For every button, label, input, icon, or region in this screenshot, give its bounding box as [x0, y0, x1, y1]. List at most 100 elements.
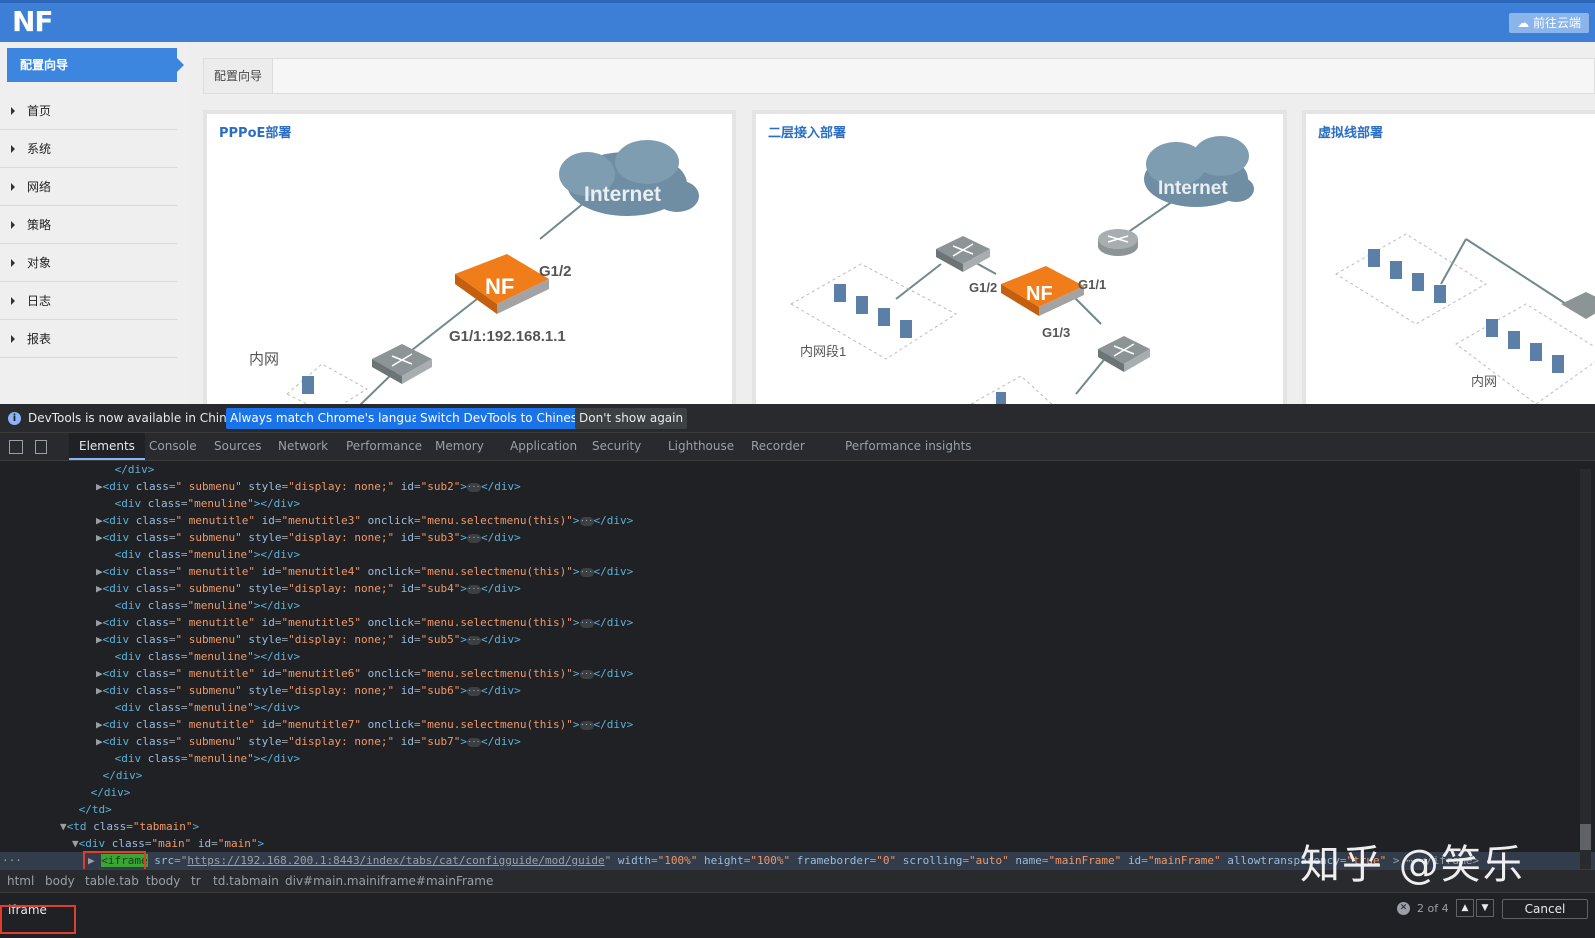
crumb[interactable]: body [45, 874, 75, 888]
device-label: NF [485, 274, 514, 299]
tab-application[interactable]: Application [510, 439, 578, 453]
server-icon [1486, 319, 1498, 337]
match-count: 2 of 4 [1417, 902, 1449, 915]
switch-icon [372, 344, 432, 384]
tab-memory[interactable]: Memory [435, 439, 484, 453]
dom-tree-line[interactable]: ▶<div class=" submenu" style="display: n… [96, 582, 521, 595]
crumb[interactable]: table.tab [85, 874, 139, 888]
watermark: 知乎 @笑乐 [1300, 842, 1525, 888]
tab-sources[interactable]: Sources [214, 439, 262, 453]
sidebar-item-network[interactable]: 网络 [0, 168, 177, 206]
clear-search-icon[interactable]: ✕ [1397, 902, 1410, 915]
dom-tree-line[interactable]: </div> [108, 461, 155, 478]
highlight-box-iframe [83, 851, 146, 871]
ellipsis-icon: ··· [466, 482, 481, 492]
ellipsis-icon: ··· [466, 737, 481, 747]
crumb[interactable]: div#main.main [285, 874, 377, 888]
card-virtual-wire[interactable]: 内网 虚拟线部署 [1302, 110, 1595, 404]
dom-tree-line[interactable]: ▶<div class=" menutitle" id="menutitle3"… [96, 514, 634, 527]
dom-tree-line[interactable]: ▶<div class=" submenu" style="display: n… [96, 531, 521, 544]
dom-tree-line[interactable]: ▼<div class="main" id="main"> [72, 837, 265, 850]
cloud-icon [559, 140, 699, 216]
crumb[interactable]: iframe#mainFrame [377, 874, 494, 888]
card-pppoe[interactable]: Internet NF G1/2 G1/1:192.168.1.1 内网 [203, 110, 736, 404]
sidebar-item-policy[interactable]: 策略 [0, 206, 177, 244]
expand-arrow-icon: ▶ [96, 735, 103, 748]
dom-tree-line[interactable]: ▶<div class=" submenu" style="display: n… [96, 480, 521, 493]
cancel-search-button[interactable]: Cancel [1502, 899, 1588, 919]
tab-performance[interactable]: Performance [346, 439, 423, 453]
next-match-button[interactable]: ▼ [1476, 899, 1494, 917]
sidebar-item-config-guide[interactable]: 配置向导 [7, 48, 184, 82]
nf-device-icon [1001, 266, 1084, 316]
scroll-thumb[interactable] [1580, 824, 1591, 850]
expand-arrow-icon [108, 599, 115, 612]
card-layer2[interactable]: Internet NF [752, 110, 1287, 404]
dom-tree-line[interactable]: </div> [96, 767, 143, 784]
dom-tree-line[interactable]: ▶<div class=" menutitle" id="menutitle5"… [96, 616, 634, 629]
port-g12-label: G1/2 [539, 263, 572, 280]
previous-match-button[interactable]: ▲ [1456, 899, 1474, 917]
dom-tree-line[interactable]: <div class="menuline"></div> [108, 495, 300, 512]
selected-dom-node[interactable]: ▶ <iframe src="https://192.168.200.1:844… [0, 852, 1595, 869]
port-g13-label: G1/3 [1042, 325, 1070, 340]
breadcrumb-bar: 配置向导 [203, 58, 1595, 94]
expand-arrow-icon: ▶ [96, 667, 103, 680]
dom-tree-line[interactable]: <div class="menuline"></div> [108, 750, 300, 767]
dont-show-button[interactable]: Don't show again [575, 408, 688, 429]
sidebar-item-system[interactable]: 系统 [0, 130, 177, 168]
server-icon [878, 308, 890, 326]
sidebar-item-home[interactable]: 首页 [0, 92, 177, 130]
dom-tree-line[interactable]: ▶<div class=" submenu" style="display: n… [96, 684, 521, 697]
tab-lighthouse[interactable]: Lighthouse [668, 439, 735, 453]
tab-elements[interactable]: Elements [69, 433, 145, 460]
card-title: 虚拟线部署 [1318, 126, 1384, 141]
dom-tree-line[interactable]: <div class="menuline"></div> [108, 546, 300, 563]
elements-scrollbar[interactable] [1580, 469, 1591, 871]
devtools-search-bar: iframe ✕ 2 of 4 ▲ ▼ Cancel [0, 893, 1595, 938]
port-g12-label: G1/2 [969, 280, 997, 295]
tab-security[interactable]: Security [592, 439, 642, 453]
match-language-button[interactable]: Always match Chrome's language [226, 408, 438, 429]
dom-tree-line[interactable]: ▶<div class=" menutitle" id="menutitle7"… [96, 718, 634, 731]
breadcrumb-tab[interactable]: 配置向导 [204, 59, 274, 93]
port-g11-label: G1/1 [1078, 277, 1106, 292]
crumb[interactable]: tr [191, 874, 201, 888]
dom-tree-line[interactable]: ▶<div class=" menutitle" id="menutitle4"… [96, 565, 634, 578]
row-menu-dots[interactable]: ··· [2, 854, 22, 867]
sidebar-item-object[interactable]: 对象 [0, 244, 177, 282]
search-highlight: <iframe [101, 854, 148, 867]
dom-tree-line[interactable]: ▼<td class="tabmain"> [60, 820, 200, 833]
pppoe-diagram: Internet NF G1/2 G1/1:192.168.1.1 内网 [249, 140, 699, 404]
device-toolbar-icon[interactable] [35, 440, 47, 454]
router-icon [1098, 229, 1138, 256]
expand-arrow-icon [108, 463, 115, 476]
tab-console[interactable]: Console [149, 439, 197, 453]
inspect-element-icon[interactable] [9, 440, 23, 454]
iframe-src-link[interactable]: https://192.168.200.1:8443/index/tabs/ca… [187, 854, 605, 867]
dom-tree-line[interactable]: <div class="menuline"></div> [108, 597, 300, 614]
dom-tree-line[interactable]: <div class="menuline"></div> [108, 648, 300, 665]
server-icon [856, 296, 868, 314]
sidebar-item-log[interactable]: 日志 [0, 282, 177, 320]
cloud-icon [1144, 136, 1254, 207]
tab-network[interactable]: Network [278, 439, 329, 453]
sidebar: 配置向导 首页 系统 网络 策略 对象 日志 报表 [0, 42, 187, 404]
switch-chinese-button[interactable]: Switch DevTools to Chinese [416, 408, 589, 429]
dom-tree-line[interactable]: ▶<div class=" menutitle" id="menutitle6"… [96, 667, 634, 680]
tab-performance-insights[interactable]: Performance insights [845, 439, 972, 453]
dom-tree-line[interactable]: </td> [72, 801, 112, 818]
dom-tree-line[interactable]: </div> [84, 784, 131, 801]
tab-recorder[interactable]: Recorder [751, 439, 805, 453]
dom-tree-line[interactable]: <div class="menuline"></div> [108, 699, 300, 716]
crumb[interactable]: td.tabmain [213, 874, 279, 888]
cloud-button[interactable]: ☁ 前往云端 [1509, 13, 1589, 33]
sidebar-item-report[interactable]: 报表 [0, 320, 177, 358]
crumb[interactable]: tbody [146, 874, 181, 888]
dom-tree-line[interactable]: ▶<div class=" submenu" style="display: n… [96, 633, 521, 646]
expand-arrow-icon[interactable]: ▶ [88, 854, 95, 867]
crumb[interactable]: html [7, 874, 35, 888]
dom-tree-line[interactable]: ▶<div class=" submenu" style="display: n… [96, 735, 521, 748]
expand-arrow-icon: ▶ [96, 514, 103, 527]
server-icon [834, 284, 846, 302]
